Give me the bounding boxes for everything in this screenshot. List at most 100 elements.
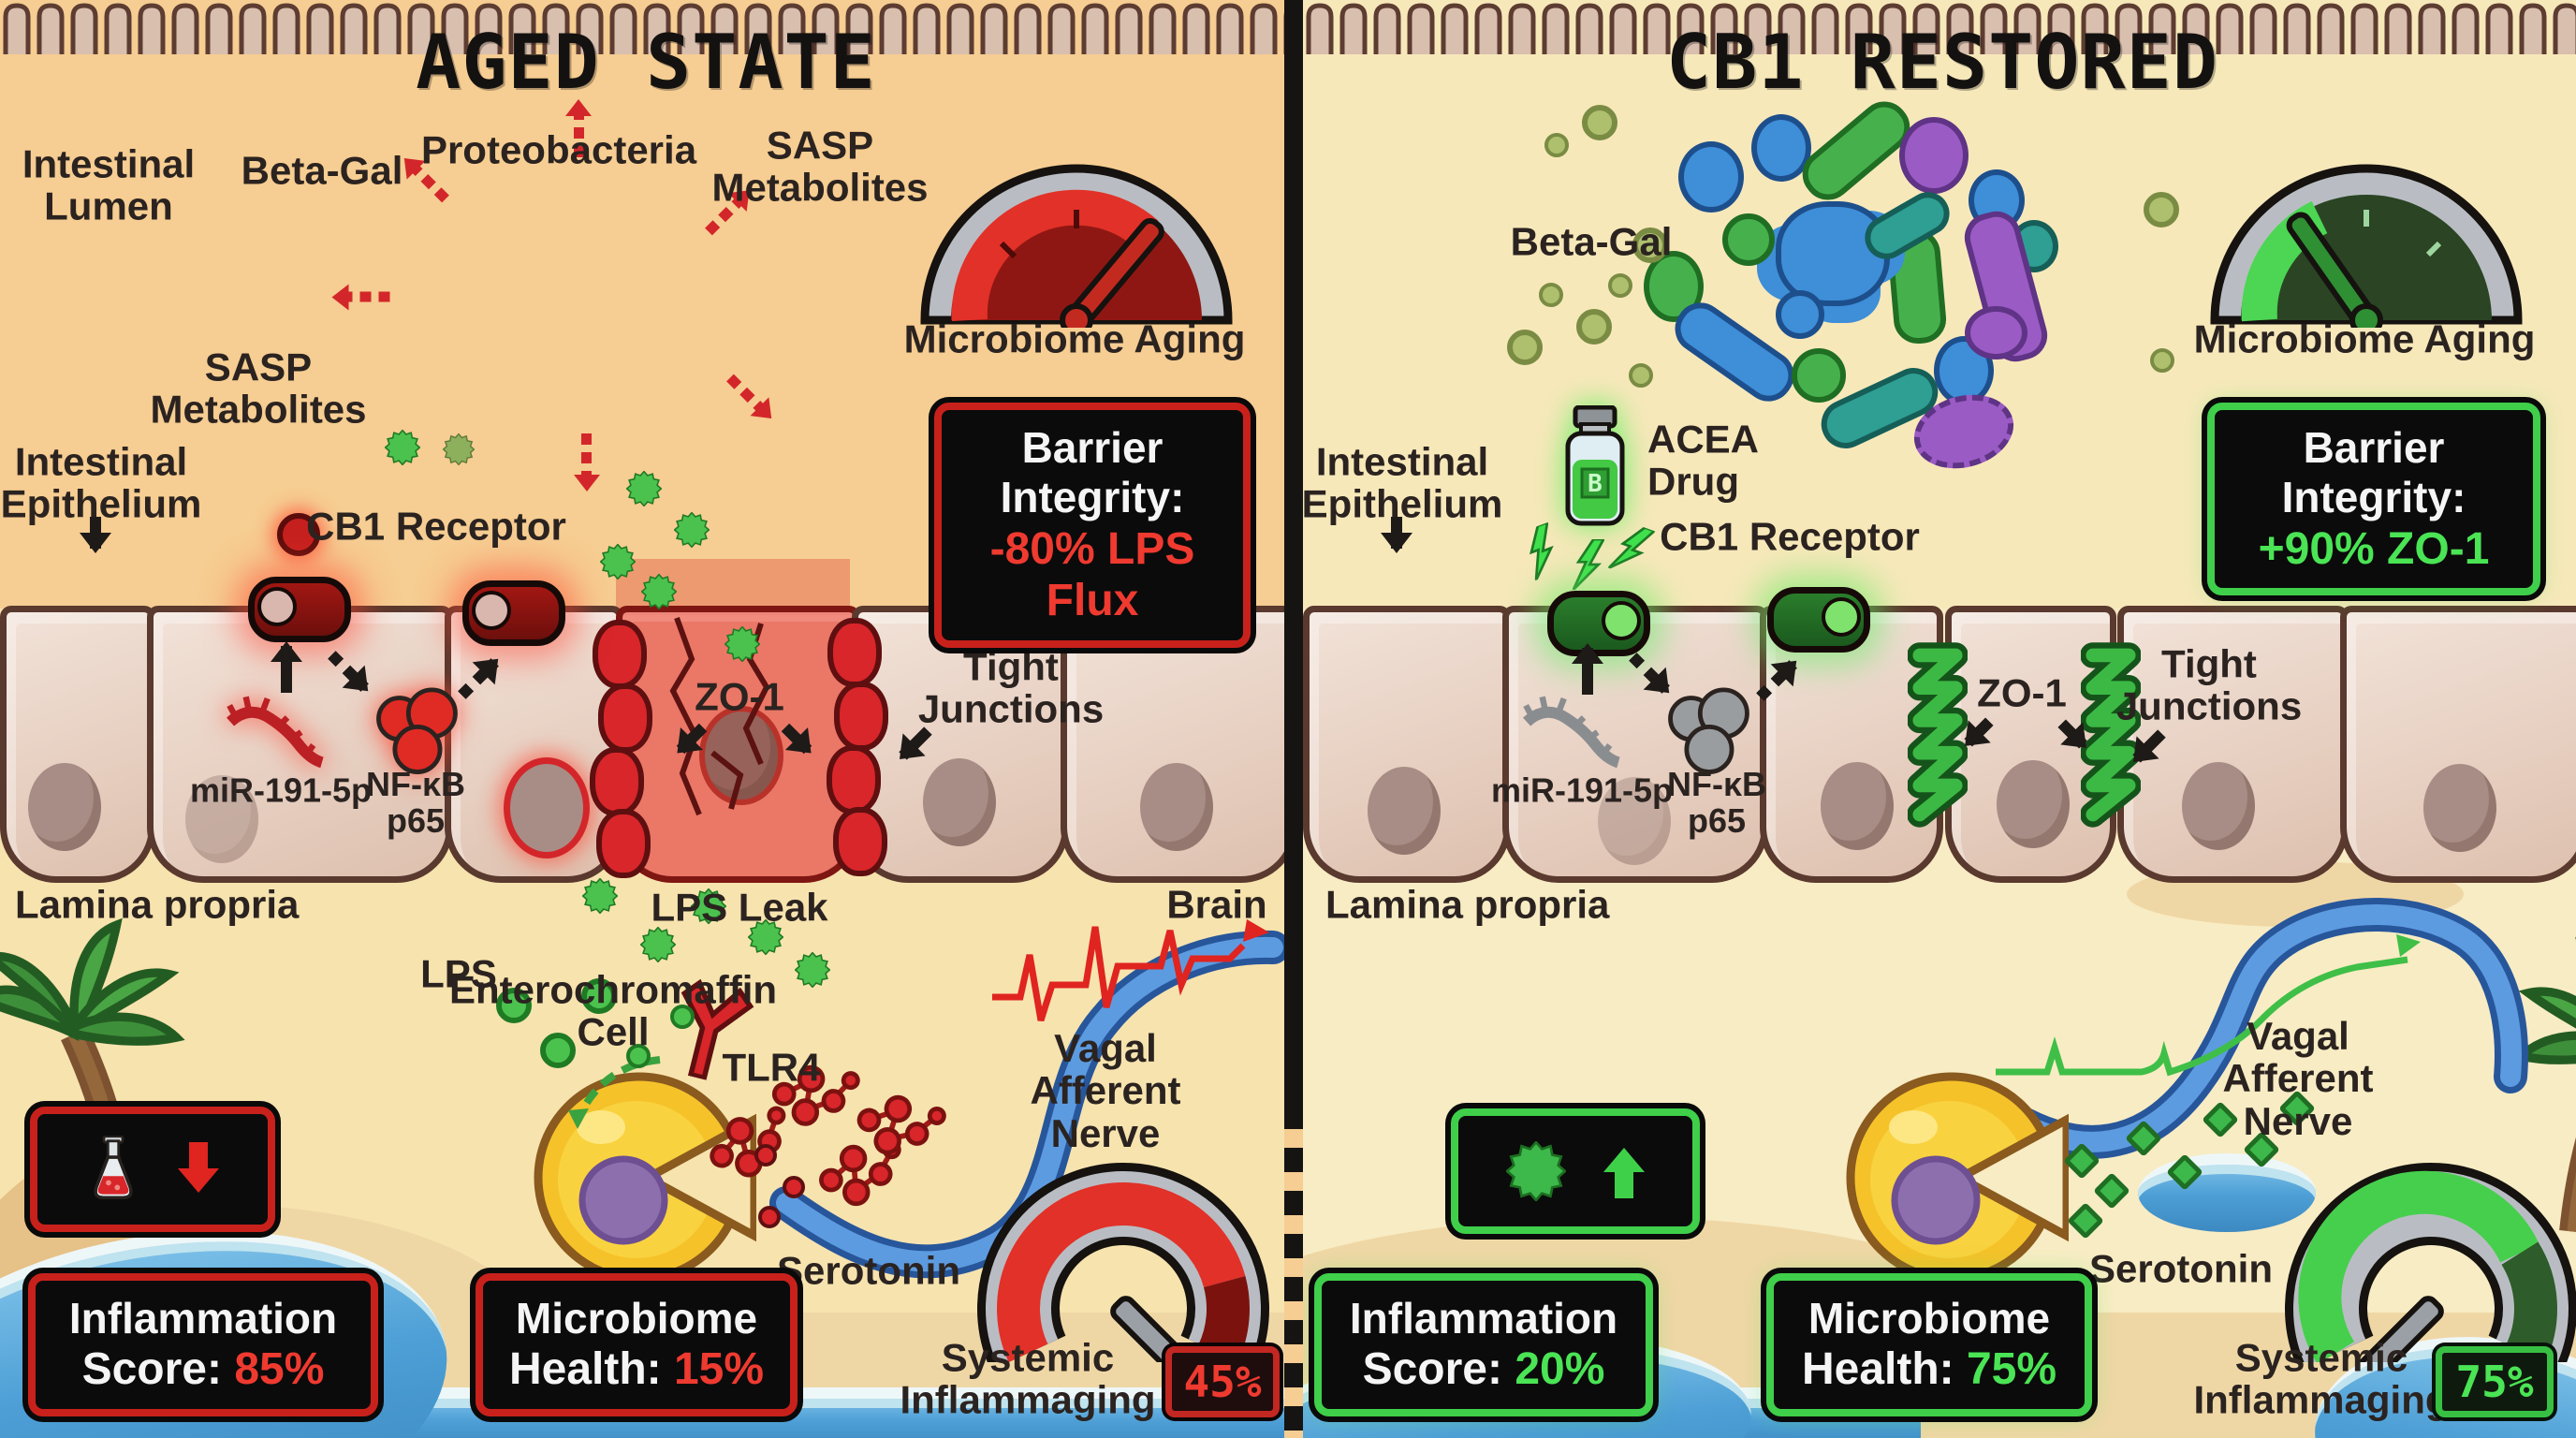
barrier-integrity-badge: Barrier Integrity: +90% ZO-1 — [2207, 403, 2540, 596]
toggle-knob — [257, 587, 297, 626]
microbe-coccus — [1792, 348, 1846, 403]
serotonin-dot — [754, 1144, 777, 1167]
beta-gal-particle — [1629, 363, 1653, 388]
epithelial-cell — [0, 606, 155, 883]
lps-particle-icon — [443, 433, 475, 465]
microbe-coccus — [1722, 213, 1775, 266]
down-arrow-icon — [178, 1142, 219, 1196]
cell-nucleus — [185, 775, 258, 863]
lps-dot — [540, 1033, 576, 1068]
lps-particle-icon — [626, 471, 662, 506]
broken-junction-blob — [596, 809, 651, 878]
broken-junction-blob — [833, 807, 887, 876]
lps-particle-icon — [795, 952, 830, 988]
broken-junction-blob — [598, 683, 652, 753]
cb1-receptor-toggle-on — [1767, 587, 1870, 653]
spread-arrow-icon — [581, 433, 592, 488]
acea-drug-vial-icon — [1553, 405, 1637, 527]
vagal-nerve-graphic — [769, 919, 1284, 1279]
lps-particle-icon — [640, 927, 676, 962]
lps-leak-label: LPS Leak — [651, 885, 828, 930]
broken-junction-blob — [834, 682, 888, 751]
lps-dot — [626, 1044, 651, 1068]
cb1-receptor-label: CB1 Receptor — [1660, 514, 1920, 559]
score-title: Inflammation — [68, 1294, 338, 1343]
microbe-coccus — [1776, 290, 1824, 339]
systemic-value-badge: 75% — [2436, 1346, 2554, 1417]
lps-label: LPS — [420, 951, 497, 996]
score-title: Inflammation — [1349, 1294, 1618, 1343]
systemic-inflammaging-gauge — [977, 1163, 1269, 1362]
cell-nucleus — [2423, 764, 2496, 852]
cell-nucleus — [1140, 763, 1213, 851]
beta-gal-particle — [2150, 348, 2174, 373]
health-value-line: Health: 75% — [1801, 1344, 2057, 1395]
serotonin-dot — [758, 1206, 781, 1228]
beta-gal-particle — [1608, 273, 1632, 298]
microbiome-aging-gauge — [2210, 164, 2523, 328]
cb1-receptor-toggle-off — [462, 580, 565, 646]
cell-nucleus-inflamed — [504, 757, 590, 858]
serotonin-dot — [783, 1176, 805, 1198]
ecc-cell — [1844, 1065, 2069, 1290]
health-value-line: Health: 15% — [508, 1344, 765, 1395]
up-arrow-icon — [1603, 1144, 1645, 1198]
serotonin-label: Serotonin — [777, 1248, 960, 1293]
panel-title-restored: CB1 RESTORED — [1666, 19, 2218, 106]
cell-nucleus — [28, 763, 101, 851]
epithelial-cell — [1303, 606, 1511, 883]
brain-label: Brain — [1166, 882, 1267, 927]
gauge-label: Microbiome Aging — [2193, 316, 2536, 361]
health-title: Microbiome — [1808, 1294, 2051, 1343]
calm-signal-line — [1996, 956, 2408, 1077]
lps-dot — [581, 978, 617, 1014]
microbe-coccus — [1678, 141, 1744, 213]
toggle-knob — [1602, 601, 1641, 640]
cb1-ligand-icon — [277, 513, 320, 556]
activation-bolt-icon — [1573, 539, 1604, 590]
lps-particle-icon — [641, 574, 677, 609]
stress-ecg-line — [992, 926, 1246, 1022]
broken-junction-blob — [827, 618, 882, 687]
cell-nucleus — [1997, 760, 2070, 848]
tlr4-label: TLR4 — [722, 1045, 821, 1090]
panel-cb1-restored: CB1 RESTORED Beta-Gal — [1303, 0, 2576, 1438]
cell-nucleus — [699, 706, 783, 805]
recovery-trend-badge — [1451, 1108, 1700, 1234]
brush-border-villi — [0, 0, 1284, 54]
microbe-icon — [1506, 1141, 1566, 1201]
barrier-integrity-badge: Barrier Integrity: -80% LPS Flux — [934, 403, 1251, 649]
beta-gal-particle — [1544, 133, 1569, 157]
beta-gal-particle — [2144, 192, 2179, 227]
pointer-arrow-icon — [90, 517, 101, 549]
beta-gal-particle — [1582, 105, 1617, 140]
cell-nucleus — [2182, 762, 2255, 850]
barrier-value: -80% LPS Flux — [989, 523, 1195, 626]
systemic-inflammaging-gauge — [2285, 1163, 2576, 1362]
score-value-line: Score: 85% — [81, 1344, 325, 1395]
brush-border-villi — [1303, 0, 2576, 54]
beta-gal-particle — [1507, 330, 1543, 365]
barrier-label: Barrier Integrity: — [2281, 423, 2466, 522]
zo1-label: ZO-1 — [695, 674, 784, 719]
lps-particle-icon — [582, 878, 618, 914]
cell-nucleus — [1598, 777, 1671, 865]
broken-junction-blob — [593, 620, 647, 689]
microbe-coccus — [1899, 117, 1969, 194]
beta-gal-label: Beta-Gal — [1510, 219, 1673, 264]
toggle-knob — [1822, 597, 1861, 637]
broken-junction-blob — [590, 747, 644, 816]
healthy-microbiome-cluster — [1644, 89, 2108, 479]
